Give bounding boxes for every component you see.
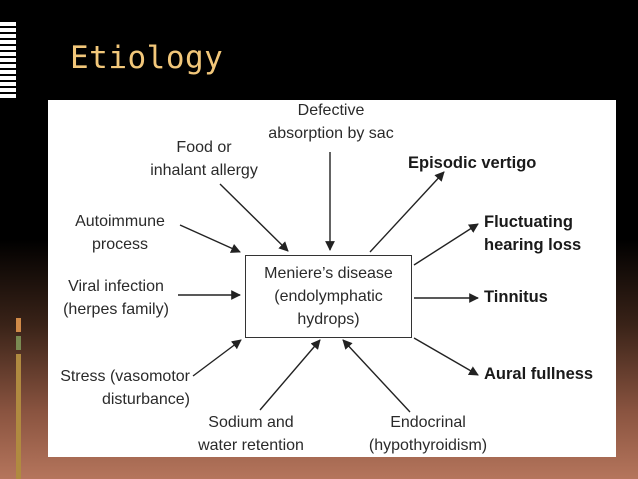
cause-viral-line-2: (herpes family) xyxy=(63,301,169,318)
side-bar-white-8 xyxy=(0,64,16,68)
effect-hearing-loss: Fluctuating hearing loss xyxy=(484,211,581,257)
effect-tinnitus: Tinnitus xyxy=(484,288,548,306)
side-bar-white-2 xyxy=(0,28,16,32)
cause-stress-line-1: Stress (vasomotor xyxy=(60,368,190,385)
effect-vertigo: Episodic vertigo xyxy=(408,154,537,172)
side-bar-gold xyxy=(16,354,21,479)
arrow-aural-fullness xyxy=(413,337,479,376)
side-bar-white-4 xyxy=(0,40,16,44)
side-bar-white-6 xyxy=(0,52,16,56)
cause-defective-absorption-line-2: absorption by sac xyxy=(268,125,394,142)
center-line-1: Meniere’s disease xyxy=(264,265,393,282)
side-bar-white-1 xyxy=(0,22,16,26)
arrow-vertigo xyxy=(369,171,445,253)
side-bar-white-13 xyxy=(0,94,16,98)
cause-sodium-line-1: Sodium and xyxy=(208,414,294,431)
etiology-diagram: Meniere’s disease (endolymphatic hydrops… xyxy=(48,100,616,457)
cause-defective-absorption-line-1: Defective xyxy=(297,102,365,119)
cause-autoimmune: Autoimmune process xyxy=(62,210,178,256)
side-bar-white-11 xyxy=(0,82,16,86)
center-line-2: (endolymphatic xyxy=(274,288,383,305)
cause-endocrinal: Endocrinal (hypothyroidism) xyxy=(358,411,498,457)
cause-stress: Stress (vasomotor disturbance) xyxy=(45,365,190,411)
arrow-stress xyxy=(192,339,242,377)
arrow-autoimmune xyxy=(179,224,241,253)
effect-aural-fullness: Aural fullness xyxy=(484,365,594,383)
center-box-menieres: Meniere’s disease (endolymphatic hydrops… xyxy=(245,255,412,338)
cause-food-allergy-line-2: inhalant allergy xyxy=(150,162,258,179)
arrow-sodium xyxy=(259,339,321,411)
cause-food-allergy: Food or inhalant allergy xyxy=(134,136,274,182)
side-bar-white-12 xyxy=(0,88,16,92)
cause-defective-absorption: Defective absorption by sac xyxy=(253,99,409,145)
side-bar-white-10 xyxy=(0,76,16,80)
cause-viral-line-1: Viral infection xyxy=(68,278,164,295)
side-bar-orange xyxy=(16,318,21,332)
cause-endocrinal-line-2: (hypothyroidism) xyxy=(368,437,488,454)
side-bar-white-9 xyxy=(0,70,16,74)
cause-viral: Viral infection (herpes family) xyxy=(52,275,180,321)
side-bar-white-5 xyxy=(0,46,16,50)
arrow-endocrinal xyxy=(342,339,411,413)
cause-sodium: Sodium and water retention xyxy=(188,411,314,457)
center-line-3: hydrops) xyxy=(297,311,360,328)
side-bar-white-7 xyxy=(0,58,16,62)
cause-autoimmune-line-1: Autoimmune xyxy=(75,213,165,230)
side-bar-white-3 xyxy=(0,34,16,38)
cause-food-allergy-line-1: Food or xyxy=(176,139,232,156)
decorative-side-bars xyxy=(0,0,24,479)
arrow-hearing-loss xyxy=(413,223,479,266)
cause-autoimmune-line-2: process xyxy=(91,236,149,253)
side-bar-green xyxy=(16,336,21,350)
cause-endocrinal-line-1: Endocrinal xyxy=(390,414,466,431)
slide-title: Etiology xyxy=(70,40,224,76)
diagram-arrows xyxy=(178,152,479,413)
effect-hearing-loss-line-2: hearing loss xyxy=(484,236,582,254)
cause-stress-line-2: disturbance) xyxy=(101,391,190,408)
cause-sodium-line-2: water retention xyxy=(198,437,304,454)
effect-hearing-loss-line-1: Fluctuating xyxy=(484,213,573,231)
arrow-food-allergy xyxy=(219,183,289,252)
